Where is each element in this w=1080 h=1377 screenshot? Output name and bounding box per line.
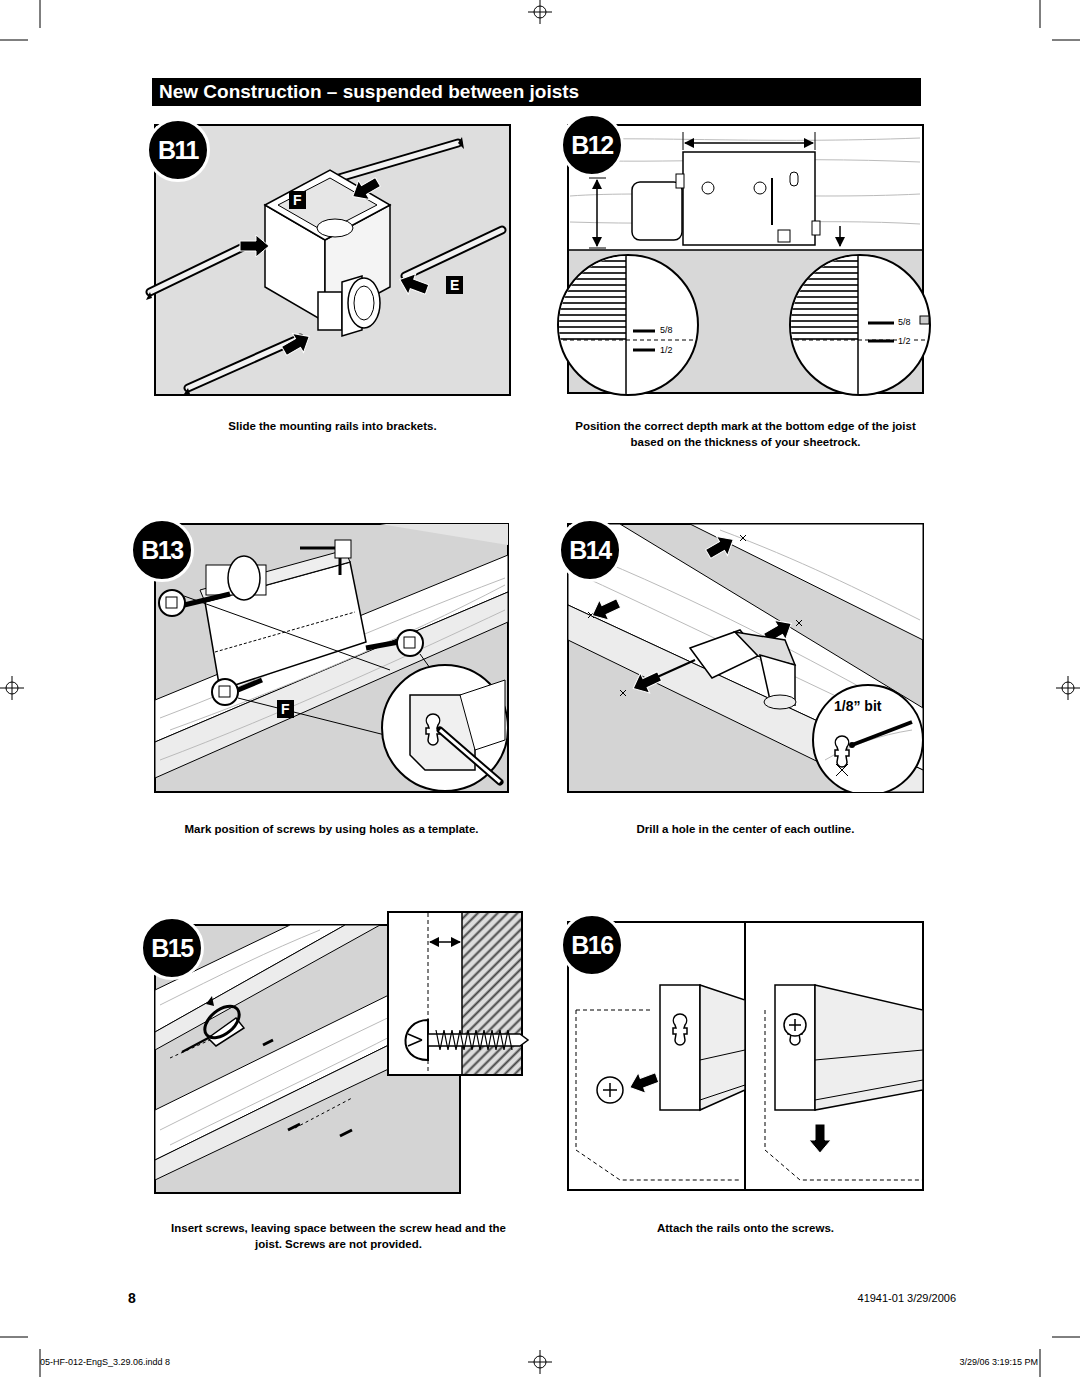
- step-number: B13: [130, 518, 194, 582]
- step-caption: Attach the rails onto the screws.: [571, 1220, 921, 1236]
- page-number: 8: [128, 1290, 136, 1306]
- step-number: B12: [560, 113, 624, 177]
- file-name: 05-HF-012-EngS_3.29.06.indd 8: [40, 1357, 170, 1367]
- part-letter: E: [446, 276, 463, 294]
- step-panel: B13Mark position of screws by using hole…: [155, 524, 508, 839]
- step-number: B11: [146, 118, 210, 182]
- depth-mark: 1/2: [659, 345, 674, 355]
- part-letter: F: [289, 191, 306, 209]
- step-number: B15: [140, 916, 204, 980]
- step-caption: Position the correct depth mark at the b…: [571, 418, 921, 450]
- section-title: New Construction – suspended between joi…: [152, 78, 921, 106]
- step-caption: Insert screws, leaving space between the…: [164, 1220, 514, 1252]
- step-caption: Mark position of screws by using holes a…: [157, 821, 507, 837]
- depth-mark: 1/2: [897, 336, 912, 346]
- part-letter: F: [277, 700, 294, 718]
- step-panel: B14Drill a hole in the center of each ou…: [568, 524, 923, 839]
- step-caption: Drill a hole in the center of each outli…: [571, 821, 921, 837]
- step-panel: B16Attach the rails onto the screws.: [568, 922, 923, 1238]
- step-number: B16: [560, 913, 624, 977]
- document-code: 41941-01 3/29/2006: [858, 1292, 956, 1304]
- depth-mark: 5/8: [897, 317, 912, 327]
- print-date: 3/29/06 3:19:15 PM: [959, 1357, 1038, 1367]
- step-panel: B12Position the correct depth mark at th…: [568, 125, 923, 452]
- step-number: B14: [558, 518, 622, 582]
- bit-size: 1/8” bit: [834, 698, 881, 714]
- depth-mark: 5/8: [659, 325, 674, 335]
- step-panel: B15Insert screws, leaving space between …: [155, 912, 522, 1254]
- step-caption: Slide the mounting rails into brackets.: [158, 418, 508, 434]
